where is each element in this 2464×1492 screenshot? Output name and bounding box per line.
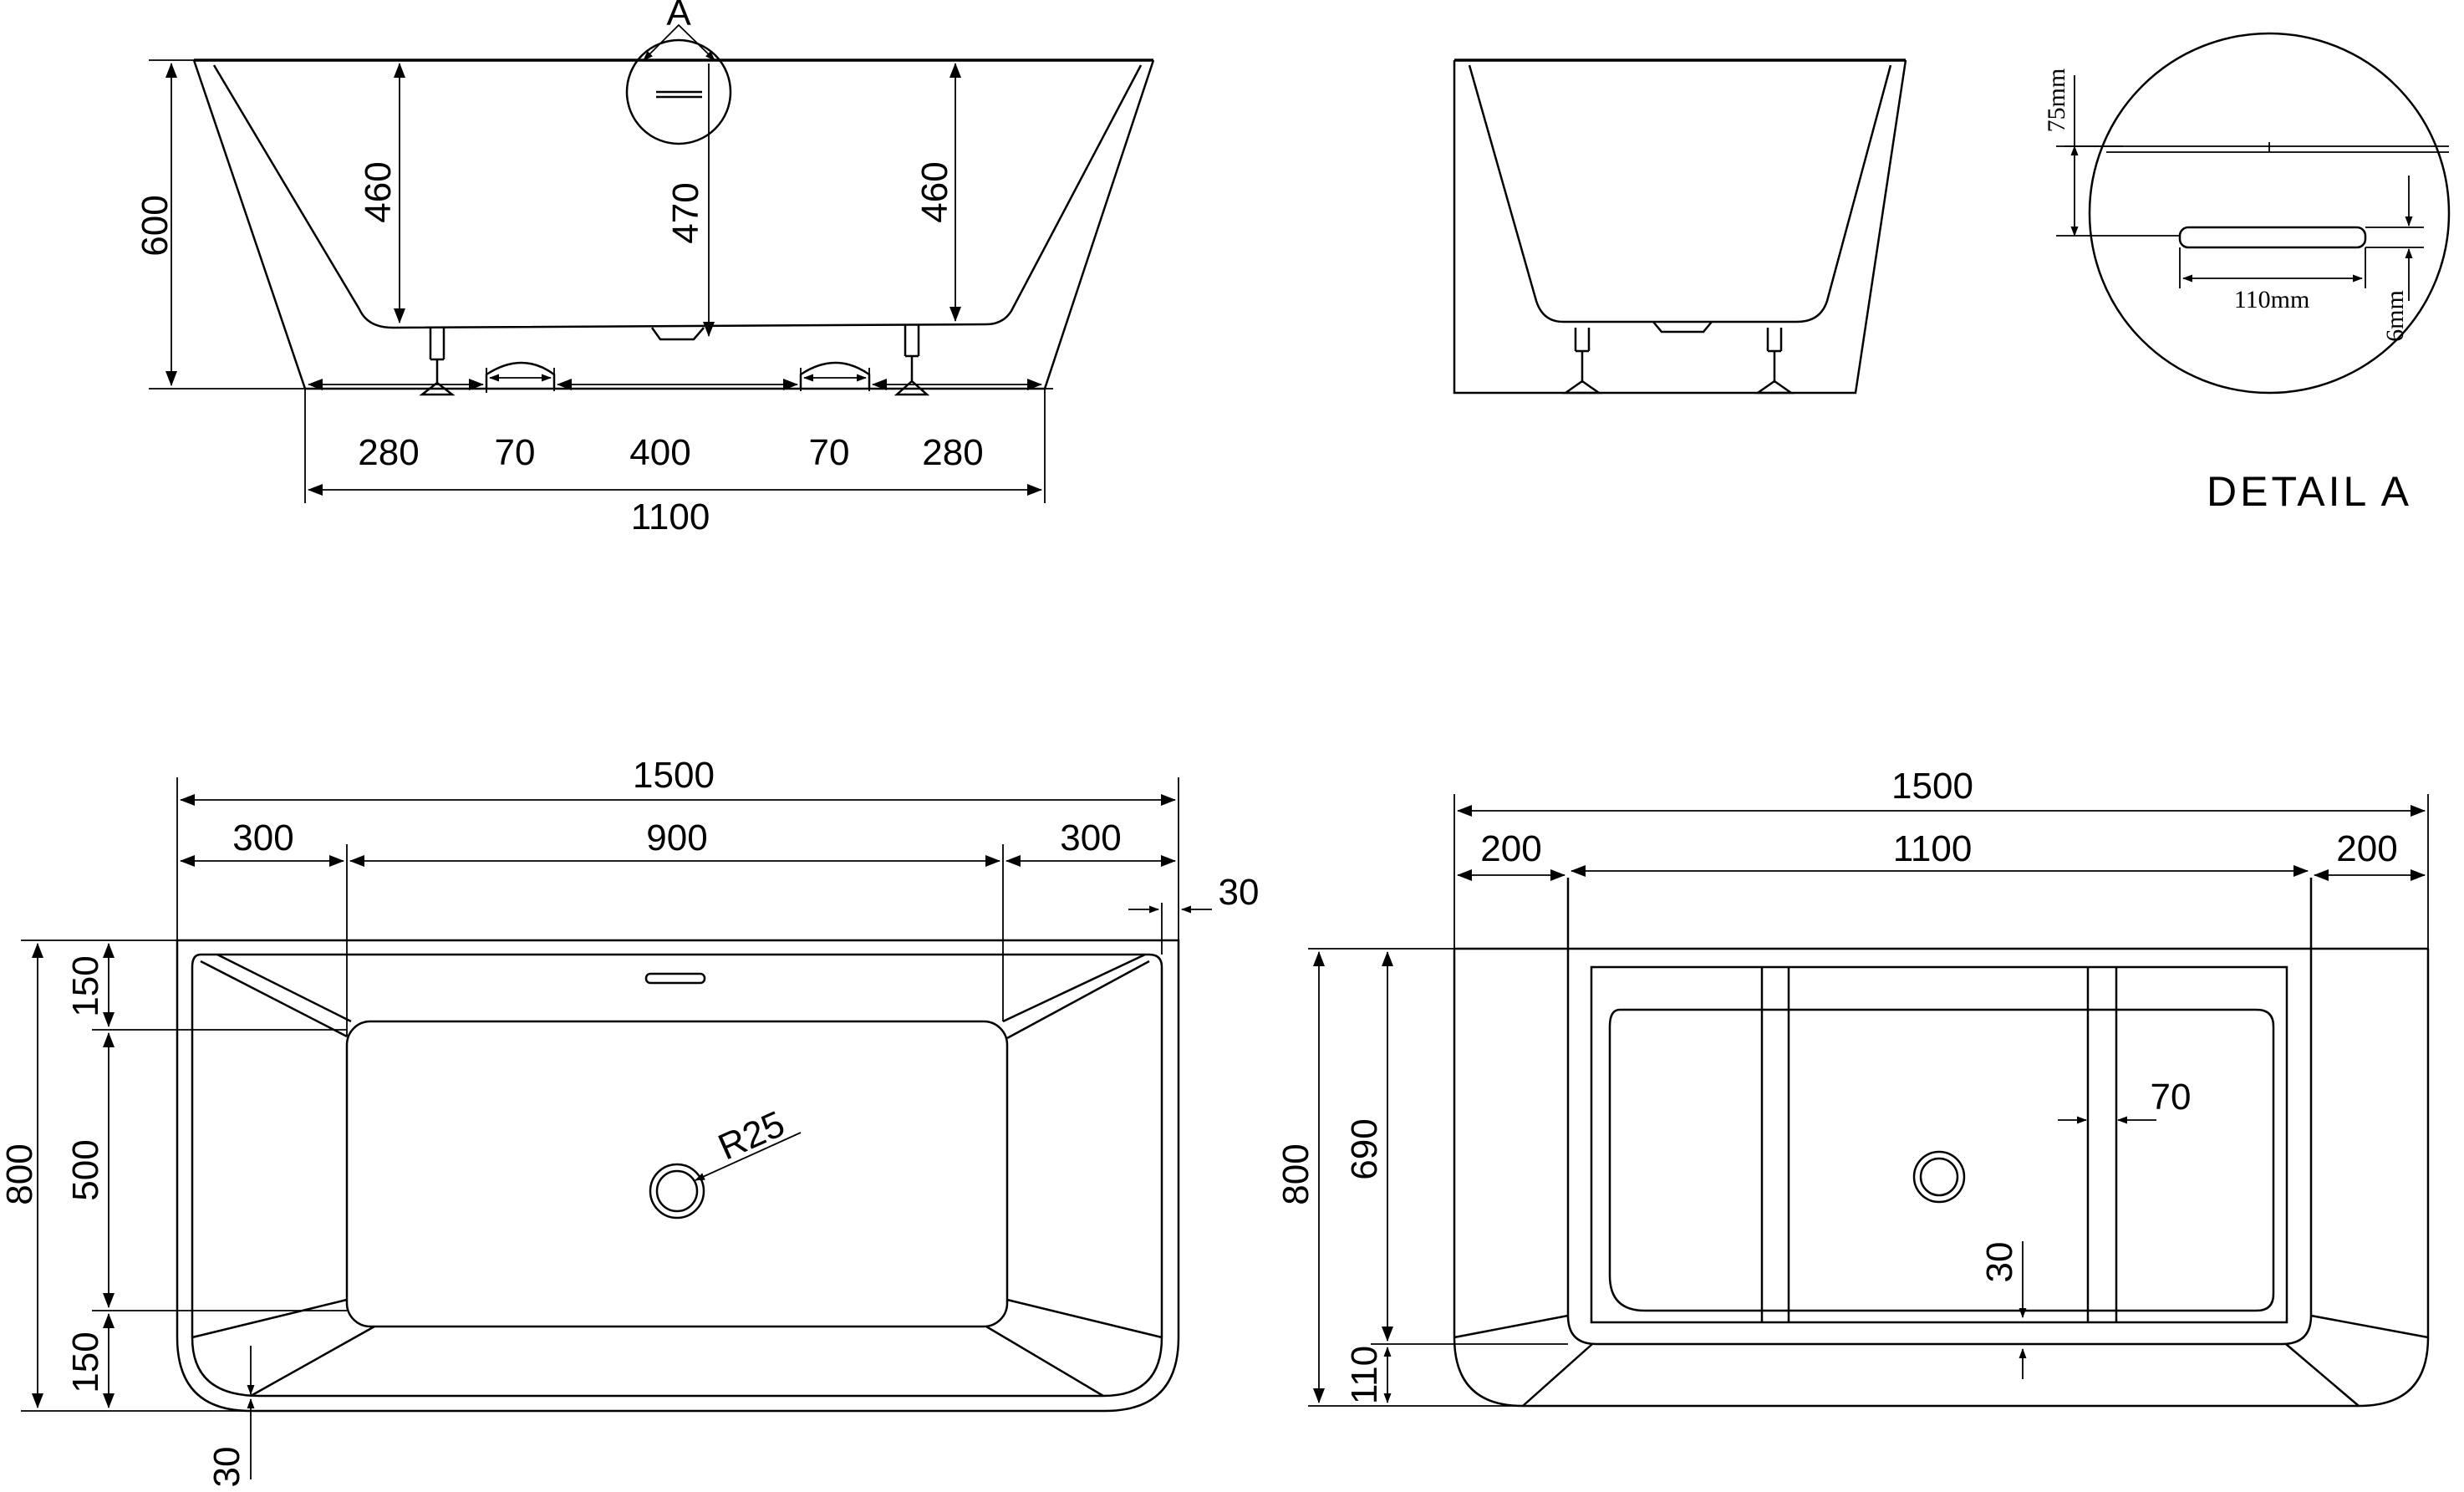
top-vsegment-3: 150 (65, 1332, 106, 1393)
top-segment-2: 900 (646, 817, 707, 858)
dim-depth-center: 470 (665, 182, 706, 243)
detail-a: 75mm 110mm 6mm DETAIL A (2043, 32, 2451, 515)
dim-bottom-4: 70 (809, 432, 850, 473)
top-bottom-rim: 30 (206, 1447, 247, 1488)
bottom-gap: 30 (1979, 1242, 2020, 1283)
bottom-inner-height: 690 (1344, 1118, 1385, 1179)
bottom-view: 1500 200 1100 200 70 800 690 110 30 (1275, 766, 2430, 1408)
top-rim-thickness: 30 (1219, 872, 1260, 913)
detail-slot-width: 110mm (2234, 286, 2310, 313)
dim-bottom-2: 70 (495, 432, 536, 473)
dim-depth-right: 460 (914, 161, 955, 222)
dim-bottom-1: 280 (358, 432, 419, 473)
bottom-segment-3: 200 (2336, 828, 2397, 869)
bottom-segment-1: 200 (1480, 828, 1541, 869)
bottom-length: 1500 (1891, 766, 1973, 807)
bottom-offset: 110 (1344, 1346, 1385, 1404)
top-width: 800 (0, 1143, 40, 1204)
side-view: A 600 460 470 460 280 70 400 70 280 1100 (135, 0, 1155, 537)
detail-rim-height: 75mm (2043, 69, 2070, 133)
top-drain-radius: R25 (712, 1103, 791, 1169)
top-vsegment-2: 500 (65, 1139, 106, 1200)
bottom-width: 800 (1275, 1143, 1316, 1204)
top-vsegment-1: 150 (65, 955, 106, 1016)
detail-slot-height: 6mm (2381, 290, 2409, 342)
detail-marker: A (666, 0, 691, 33)
detail-title: DETAIL A (2207, 468, 2412, 515)
top-view: R25 1500 300 900 300 30 800 150 500 150 … (0, 755, 1259, 1487)
end-view (1453, 59, 1907, 395)
dim-bottom-3: 400 (629, 432, 690, 473)
dim-base-width: 1100 (631, 496, 710, 537)
dim-depth-left: 460 (358, 161, 399, 222)
bottom-segment-2: 1100 (1893, 828, 1973, 869)
top-segment-3: 300 (1060, 817, 1121, 858)
bottom-rail-width: 70 (2151, 1077, 2192, 1118)
dim-bottom-5: 280 (922, 432, 983, 473)
top-length: 1500 (633, 755, 715, 796)
top-segment-1: 300 (232, 817, 293, 858)
dim-height-overall: 600 (135, 195, 176, 256)
